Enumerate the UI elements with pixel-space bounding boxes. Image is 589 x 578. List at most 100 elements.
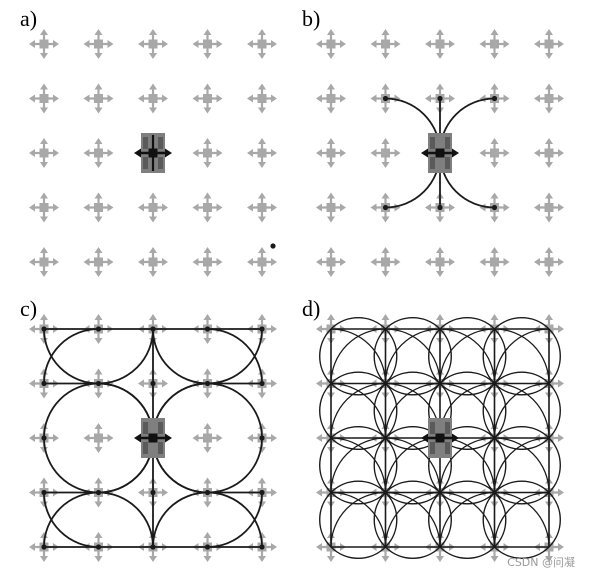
- primitive-curve: [330, 382, 386, 439]
- primitive-curve: [385, 328, 441, 384]
- panel-a: [27, 27, 279, 279]
- primitive-circle: [319, 371, 398, 450]
- endpoint-dot: [150, 544, 156, 550]
- endpoint-dot: [41, 435, 47, 441]
- primitive-circle: [319, 426, 398, 505]
- robot-icon: [419, 416, 461, 460]
- lattice-arrow-icon: [136, 191, 170, 224]
- lattice-arrow-icon: [27, 136, 61, 170]
- primitive-curve: [330, 328, 387, 384]
- primitive-curve: [494, 491, 550, 548]
- primitive-circle: [482, 371, 561, 450]
- primitive-curve: [439, 328, 495, 384]
- primitive-curve: [494, 437, 550, 493]
- lattice-arrow-icon: [82, 82, 115, 115]
- primitive-circle: [428, 426, 507, 505]
- endpoint-dot: [204, 326, 211, 332]
- endpoint-dot: [41, 544, 47, 550]
- lattice-arrow-icon: [136, 245, 170, 279]
- lattice-arrow-icon: [532, 136, 566, 170]
- endpoint-dot: [204, 380, 211, 387]
- primitive-curve: [330, 437, 387, 493]
- lattice-arrow-icon: [27, 191, 61, 224]
- lattice-arrow-icon: [532, 191, 566, 224]
- lattice-arrow-icon: [478, 245, 511, 279]
- primitive-curve: [330, 437, 386, 493]
- endpoint-dot: [259, 326, 265, 332]
- panel-d: [314, 312, 566, 564]
- lattice-arrow-icon: [369, 245, 402, 279]
- lattice-arrow-icon: [532, 27, 566, 61]
- lattice-arrow-icon: [27, 245, 61, 279]
- lattice-arrow-icon: [82, 136, 115, 170]
- lattice-arrow-icon: [82, 421, 115, 455]
- primitive-curve: [330, 491, 386, 548]
- endpoint-dot: [259, 544, 265, 550]
- primitive-curve: [384, 491, 441, 548]
- primitive-circle: [482, 480, 561, 559]
- primitive-circle: [373, 371, 452, 450]
- panel-a-label: a): [20, 6, 37, 31]
- lattice-arrow-icon: [191, 191, 224, 224]
- lattice-arrow-icon: [423, 245, 457, 279]
- lattice-arrow-icon: [478, 136, 511, 170]
- endpoint-dot: [150, 489, 156, 496]
- endpoint-dot: [95, 544, 102, 550]
- robot-icon: [132, 416, 174, 460]
- primitive-circle: [428, 317, 507, 396]
- panel-c-label: c): [20, 296, 37, 321]
- lattice-arrow-icon: [82, 245, 115, 279]
- primitive-circle: [373, 317, 452, 396]
- primitive-circle: [373, 480, 452, 559]
- panel-c: [27, 312, 279, 564]
- primitive-curve: [439, 437, 495, 493]
- primitive-curve: [330, 491, 387, 548]
- lattice-arrow-icon: [191, 245, 224, 279]
- endpoint-dot: [41, 326, 47, 332]
- endpoint-dot: [382, 204, 389, 211]
- panel-b-label: b): [302, 6, 320, 31]
- endpoint-dot: [204, 489, 211, 496]
- lattice-arrow-icon: [423, 27, 457, 61]
- robot-icon: [419, 131, 461, 175]
- lattice-arrow-icon: [314, 136, 348, 170]
- lattice-arrow-icon: [532, 245, 566, 279]
- endpoint-dot: [41, 489, 47, 496]
- endpoint-dot: [95, 489, 102, 496]
- endpoint-dot: [150, 326, 156, 332]
- primitive-circle: [319, 317, 398, 396]
- lattice-arrow-icon: [27, 27, 61, 61]
- lattice-arrow-icon: [245, 27, 279, 61]
- primitive-circle: [373, 426, 452, 505]
- primitive-circle: [428, 480, 507, 559]
- lattice-arrow-icon: [245, 82, 279, 115]
- lattice-arrow-icon: [478, 27, 511, 61]
- endpoint-dot: [150, 380, 156, 387]
- endpoint-dot: [95, 380, 102, 387]
- primitive-circle: [482, 426, 561, 505]
- lattice-arrow-icon: [27, 82, 61, 115]
- endpoint-dot: [270, 243, 276, 249]
- lattice-arrow-icon: [369, 136, 402, 170]
- primitive-curve: [494, 328, 550, 384]
- primitive-curve: [384, 328, 441, 384]
- primitive-curve: [384, 382, 441, 439]
- panel-d-label: d): [302, 296, 320, 321]
- endpoint-dot: [41, 380, 47, 387]
- primitive-curve: [207, 328, 263, 384]
- lattice-arrow-icon: [245, 136, 279, 170]
- primitive-curve: [385, 437, 441, 493]
- watermark: CSDN @问凝: [507, 556, 575, 569]
- lattice-arrow-icon: [532, 82, 566, 115]
- primitive-curve: [493, 437, 550, 493]
- lattice-arrow-icon: [369, 27, 402, 61]
- primitive-curve: [494, 382, 550, 439]
- lattice-arrow-icon: [191, 82, 224, 115]
- primitive-curve: [43, 328, 99, 384]
- endpoint-dot: [437, 95, 443, 102]
- lattice-arrow-icon: [191, 136, 224, 170]
- endpoint-dot: [204, 544, 211, 550]
- endpoint-dot: [259, 380, 265, 387]
- primitive-curve: [439, 382, 496, 439]
